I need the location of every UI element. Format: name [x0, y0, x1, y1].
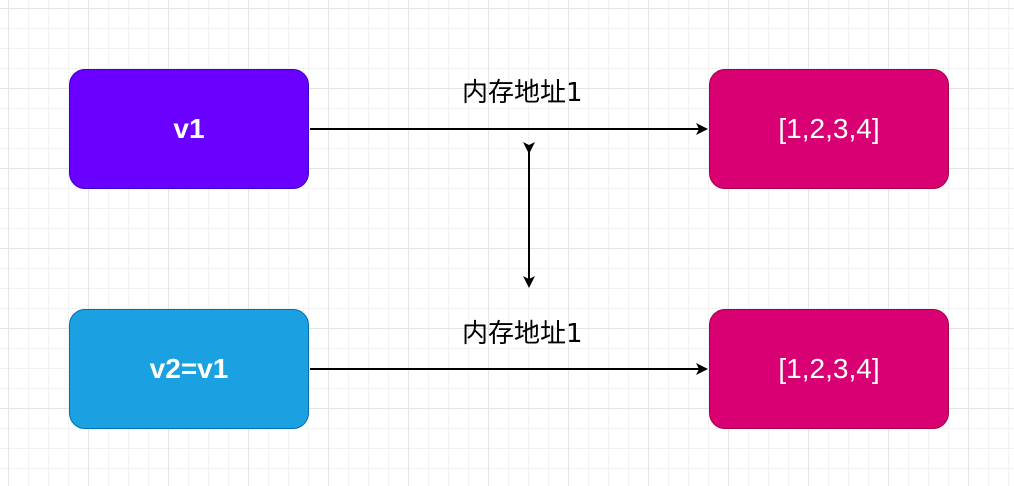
node-value-bottom: [1,2,3,4]: [709, 309, 949, 429]
node-v2: v2=v1: [69, 309, 309, 429]
node-value-bottom-label: [1,2,3,4]: [778, 353, 880, 384]
edge-label-top: 内存地址1: [462, 78, 583, 108]
node-v2-label: v2=v1: [149, 353, 229, 384]
edge-label-bottom: 内存地址1: [462, 319, 583, 349]
node-v1: v1: [69, 69, 309, 189]
node-value-top-label: [1,2,3,4]: [778, 113, 880, 144]
node-value-top: [1,2,3,4]: [709, 69, 949, 189]
node-v1-label: v1: [173, 113, 205, 144]
